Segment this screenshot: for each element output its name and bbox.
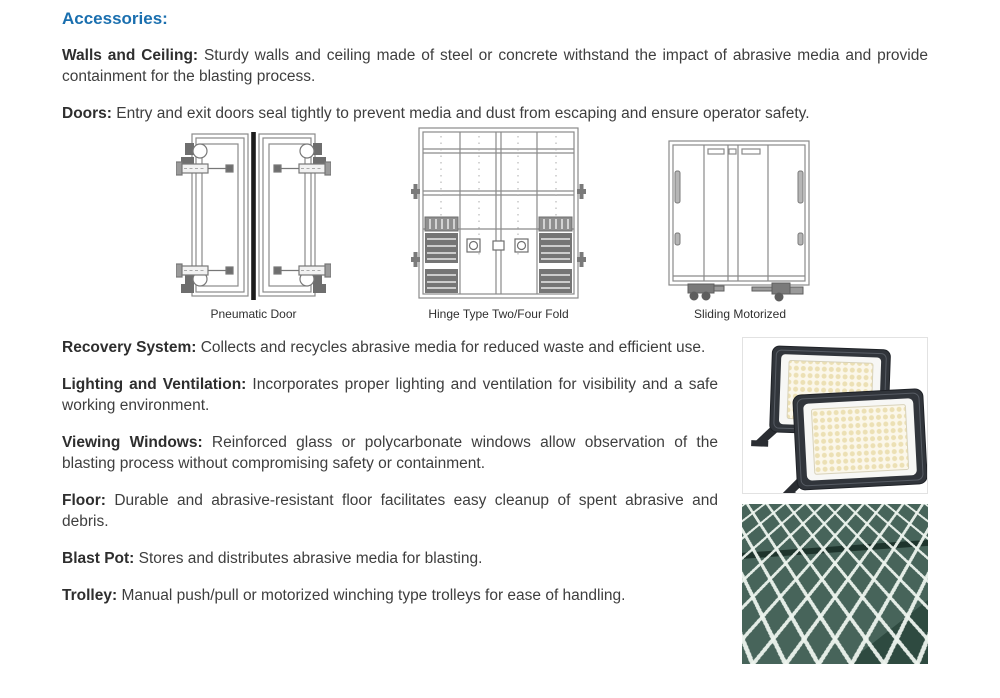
- door-diagrams-row: Pneumatic Door: [52, 126, 938, 321]
- hinge-type-caption: Hinge Type Two/Four Fold: [428, 307, 569, 321]
- floor-label: Floor:: [62, 492, 106, 509]
- sliding-motorized-door-diagram: [668, 140, 810, 302]
- accessories-text-column: Recovery System: Collects and recycles a…: [62, 337, 718, 664]
- trolley-paragraph: Trolley: Manual push/pull or motorized w…: [62, 585, 718, 606]
- viewing-windows-paragraph: Viewing Windows: Reinforced glass or pol…: [62, 432, 718, 474]
- viewing-windows-label: Viewing Windows:: [62, 434, 203, 451]
- blast-pot-paragraph: Blast Pot: Stores and distributes abrasi…: [62, 548, 718, 569]
- lighting-ventilation-paragraph: Lighting and Ventilation: Incorporates p…: [62, 374, 718, 416]
- lighting-ventilation-text: Incorporates proper lighting and ventila…: [62, 376, 718, 414]
- walls-ceiling-text: Sturdy walls and ceiling made of steel o…: [62, 47, 928, 85]
- floor-paragraph: Floor: Durable and abrasive-resistant fl…: [62, 490, 718, 532]
- trolley-text: Manual push/pull or motorized winching t…: [117, 587, 626, 604]
- recovery-system-label: Recovery System:: [62, 339, 197, 356]
- blast-pot-label: Blast Pot:: [62, 550, 135, 567]
- doors-label: Doors:: [62, 105, 112, 122]
- intro-section: Walls and Ceiling: Sturdy walls and ceil…: [62, 45, 928, 124]
- sliding-motorized-caption: Sliding Motorized: [693, 307, 787, 321]
- document-content: Accessories: Walls and Ceiling: Sturdy w…: [52, 9, 938, 664]
- trolley-label: Trolley:: [62, 587, 118, 604]
- hinge-type-door-diagram: [411, 127, 586, 299]
- floor-text: Durable and abrasive-resistant floor fac…: [62, 492, 718, 530]
- lighting-ventilation-label: Lighting and Ventilation:: [62, 376, 247, 393]
- figure-sliding-motorized: Sliding Motorized: [666, 137, 814, 321]
- product-images-column: [742, 337, 928, 664]
- flood-lights-image: [742, 337, 928, 494]
- blast-pot-text: Stores and distributes abrasive media fo…: [134, 550, 483, 567]
- pneumatic-door-diagram: [176, 132, 331, 300]
- steel-grating-image: [742, 504, 928, 664]
- walls-ceiling-label: Walls and Ceiling:: [62, 47, 199, 64]
- accessories-heading: Accessories:: [62, 9, 168, 28]
- flood-lights-illustration: [751, 345, 927, 493]
- recovery-system-paragraph: Recovery System: Collects and recycles a…: [62, 337, 718, 358]
- walls-ceiling-paragraph: Walls and Ceiling: Sturdy walls and ceil…: [62, 45, 928, 87]
- recovery-system-text: Collects and recycles abrasive media for…: [196, 339, 706, 356]
- doors-paragraph: Doors: Entry and exit doors seal tightly…: [62, 103, 928, 124]
- doors-text: Entry and exit doors seal tightly to pre…: [111, 105, 810, 122]
- pneumatic-door-caption: Pneumatic Door: [210, 307, 297, 321]
- figure-pneumatic-door: Pneumatic Door: [176, 130, 331, 321]
- viewing-windows-text: Reinforced glass or polycarbonate window…: [62, 434, 718, 472]
- lower-section: Recovery System: Collects and recycles a…: [62, 337, 928, 664]
- figure-hinge-type: Hinge Type Two/Four Fold: [411, 126, 586, 321]
